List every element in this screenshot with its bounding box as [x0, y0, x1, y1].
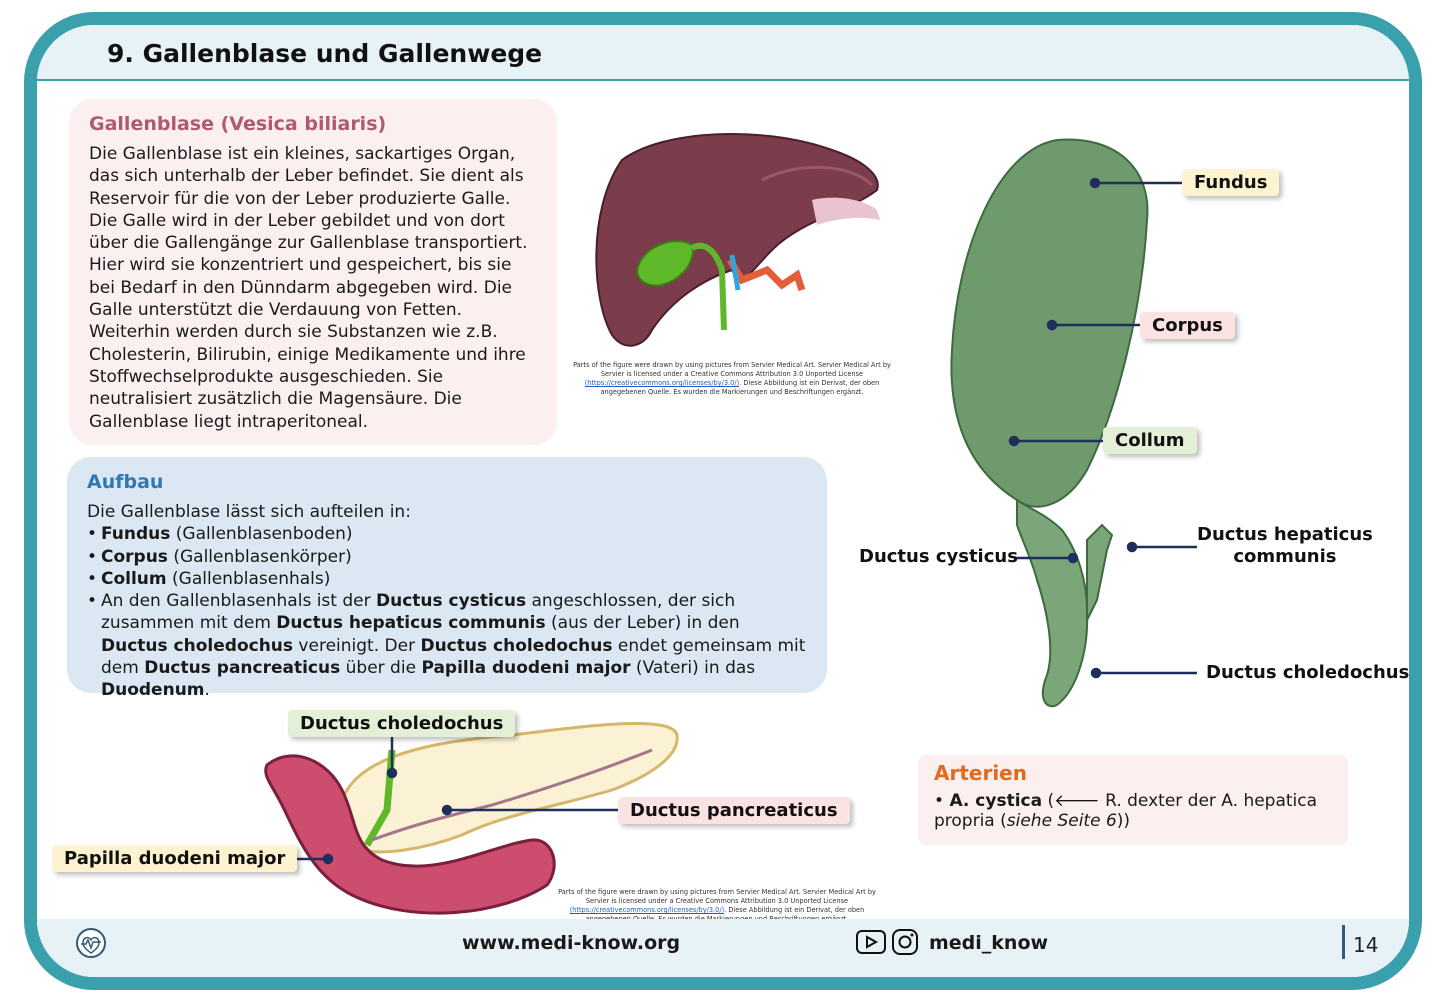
text-line: Weiterhin werden durch sie Substanzen wi…: [89, 322, 498, 343]
credit-link[interactable]: (https://creativecommons.org/licenses/by…: [569, 906, 725, 914]
term: Papilla duodeni major: [421, 658, 631, 679]
aufbau-box: Aufbau Die Gallenblase lässt sich auftei…: [67, 457, 827, 700]
term: Ductus hepaticus communis: [276, 613, 546, 634]
label-panc-choledochus: Ductus choledochus: [288, 710, 516, 737]
text-line: Reservoir für die von der Leber produzie…: [89, 188, 511, 209]
credit-text: . Diese Abbildung ist ein Derivat, der o…: [739, 379, 880, 387]
term-desc: (Gallenblasenboden): [170, 524, 353, 545]
pancreas-illustration: [264, 721, 679, 915]
arterien-body: • A. cystica (🡐 R. dexter der A. hepatic…: [934, 791, 1334, 831]
text: (: [1042, 791, 1055, 811]
label-ductus-choledochus: Ductus choledochus: [1206, 662, 1410, 683]
credit-line: (https://creativecommons.org/licenses/by…: [557, 379, 907, 388]
text: .: [204, 680, 210, 701]
bullet: •: [934, 791, 950, 811]
credit-line: Servier is licensed under a Creative Com…: [585, 897, 849, 905]
text: vereinigt. Der: [293, 635, 421, 656]
page-reference: siehe Seite 6: [1006, 811, 1117, 831]
page-number-divider: [1342, 925, 1345, 959]
text: (aus der Leber) in den: [545, 613, 740, 634]
text: endet gemeinsam mit dem: [101, 635, 806, 679]
heartbeat-logo-icon: [76, 928, 106, 958]
liver-illustration: [595, 133, 880, 347]
website-link[interactable]: www.medi-know.org: [462, 932, 681, 954]
gallenblase-title: Gallenblase (Vesica biliaris): [89, 113, 387, 135]
label-papilla: Papilla duodeni major: [52, 845, 298, 872]
image-credit-liver: Parts of the figure were drawn by using …: [557, 361, 907, 397]
label-ductus-cysticus: Ductus cysticus: [859, 546, 1018, 567]
youtube-icon[interactable]: [855, 929, 887, 955]
term: Corpus: [101, 546, 168, 567]
text-line: Die Gallenblase ist ein kleines, sackart…: [89, 144, 516, 164]
text-line: Die Galle wird in der Leber gebildet und…: [89, 210, 505, 231]
credit-line: Parts of the figure were drawn by using …: [558, 888, 876, 896]
term: Ductus cysticus: [376, 591, 527, 612]
aufbau-title: Aufbau: [87, 471, 164, 493]
arrow-left-icon: 🡐: [1054, 791, 1100, 811]
aufbau-intro: Die Gallenblase lässt sich aufteilen in:: [87, 502, 411, 522]
list-item: Corpus (Gallenblasenkörper): [87, 546, 807, 569]
list-item: Collum (Gallenblasenhals): [87, 568, 807, 591]
label-ductus-hepaticus: Ductus hepaticus communis: [1197, 524, 1373, 568]
header-band: 9. Gallenblase und Gallenwege: [37, 25, 1409, 81]
term-desc: (Gallenblasenkörper): [167, 546, 352, 567]
term: Ductus choledochus: [420, 635, 613, 656]
text-line: über die Gallengänge zur Gallenblase tra…: [89, 233, 528, 254]
gallenblase-box: Gallenblase (Vesica biliaris) Die Gallen…: [69, 99, 557, 445]
text-line: Stoffwechselprodukte ausgeschieden. Sie: [89, 366, 444, 387]
term: Duodenum: [101, 680, 205, 701]
social-handle[interactable]: medi_know: [929, 932, 1049, 954]
aufbau-body: Die Gallenblase lässt sich aufteilen in:…: [87, 501, 807, 702]
label-line: communis: [1233, 546, 1337, 567]
text-line: Galle unterstützt die Verdauung von Fett…: [89, 300, 462, 321]
instagram-icon[interactable]: [891, 928, 919, 956]
page-number: 14: [1353, 933, 1379, 957]
term-desc: (Gallenblasenhals): [166, 568, 331, 589]
credit-line: Parts of the figure were drawn by using …: [573, 361, 891, 369]
text: über die: [340, 658, 422, 679]
page-title: 9. Gallenblase und Gallenwege: [107, 39, 543, 68]
pancreas-leader-lines: [275, 737, 627, 865]
text-line: Cholesterin, Bilirubin, einige Medikamen…: [89, 344, 526, 365]
text-line: Hier wird sie konzentriert und gespeiche…: [89, 255, 512, 276]
credit-line: (https://creativecommons.org/licenses/by…: [542, 906, 892, 915]
term: Fundus: [101, 524, 171, 545]
text: )): [1116, 811, 1131, 831]
label-corpus: Corpus: [1140, 312, 1235, 339]
label-collum: Collum: [1103, 427, 1197, 454]
credit-text: . Diese Abbildung ist ein Derivat, der o…: [724, 906, 865, 914]
page-frame: 9. Gallenblase und Gallenwege Gallenblas…: [24, 12, 1422, 990]
credit-line: Servier is licensed under a Creative Com…: [600, 370, 864, 378]
text-line: neutralisiert zusätzlich die Magensäure.…: [89, 389, 462, 410]
footer: www.medi-know.org medi_know 14: [37, 919, 1409, 977]
label-fundus: Fundus: [1182, 169, 1280, 196]
term: Collum: [101, 568, 167, 589]
aufbau-list: Fundus (Gallenblasenboden) Corpus (Galle…: [87, 523, 807, 701]
text: An den Gallenblasenhals ist der: [101, 591, 376, 612]
text: (Vateri) in das: [630, 658, 756, 679]
list-item: An den Gallenblasenhals ist der Ductus c…: [87, 590, 807, 701]
list-item: Fundus (Gallenblasenboden): [87, 523, 807, 546]
term: Ductus pancreaticus: [144, 658, 341, 679]
label-line: Ductus hepaticus: [1197, 524, 1373, 545]
label-panc-pancreaticus: Ductus pancreaticus: [618, 797, 850, 824]
gallenblase-text: Die Gallenblase ist ein kleines, sackart…: [89, 143, 541, 433]
gallbladder-leader-lines: [1008, 177, 1197, 679]
term: Ductus choledochus: [101, 635, 294, 656]
credit-link[interactable]: (https://creativecommons.org/licenses/by…: [584, 379, 740, 387]
credit-line: angegebenen Quelle. Es wurden die Markie…: [600, 388, 864, 396]
text: angeschlossen, der sich zusammen mit dem: [101, 591, 736, 634]
arterien-box: Arterien • A. cystica (🡐 R. dexter der A…: [918, 755, 1348, 845]
text-line: bei Bedarf in den Dünndarm abgegeben wir…: [89, 277, 513, 298]
arterien-title: Arterien: [934, 761, 1027, 785]
term: A. cystica: [949, 791, 1043, 811]
text-line: Gallenblase liegt intraperitoneal.: [89, 411, 369, 432]
text-line: das sich unterhalb der Leber befindet. S…: [89, 166, 524, 187]
text: R. dexter der A. hepatica propria (: [934, 791, 1318, 831]
